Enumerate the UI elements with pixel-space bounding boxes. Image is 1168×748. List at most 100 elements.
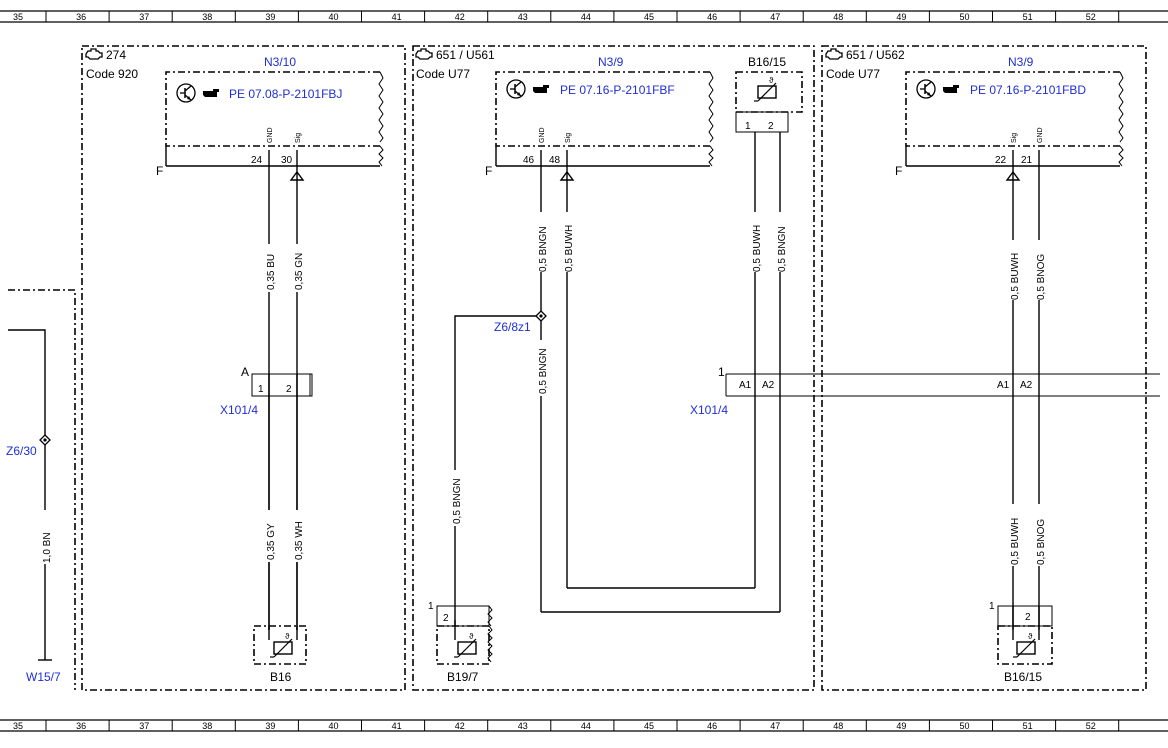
ruler-column-label: 35 [13, 721, 23, 731]
transistor-icon [506, 79, 526, 99]
pin-name-sig: Sig [1011, 133, 1018, 143]
pin-name-sig: Sig [295, 133, 302, 143]
reference-link[interactable]: PE 07.08-P-2101FBJ [229, 87, 342, 101]
ruler-column-label: 38 [202, 12, 212, 22]
connector-pin-a2: A2 [762, 380, 775, 391]
pin-number-30: 30 [281, 155, 293, 166]
wire-label-4: 0,5 BNGN [777, 226, 788, 272]
wire-label-bnog-bottom: 0,5 BNOG [1036, 519, 1047, 565]
ruler-column-label: 42 [455, 12, 465, 22]
wire-label-1: 0,5 BNGN [538, 226, 549, 272]
pin-name-gnd: GND [267, 127, 274, 143]
code-number: 274 [106, 48, 126, 62]
sensor-pin-1: 1 [989, 601, 995, 612]
reference-link[interactable]: PE 07.16-P-2101FBD [970, 83, 1086, 97]
ruler-column-label: 35 [13, 12, 23, 22]
splice-label: Z6/8z1 [494, 320, 531, 334]
pointing-hand-icon [203, 89, 219, 97]
module-name: N3/9 [598, 55, 624, 69]
wire-label-wh: 0,35 WH [294, 521, 305, 560]
left-fragment: Z6/30 1,0 BN W15/7 [6, 289, 76, 690]
ruler-column-label: 37 [139, 721, 149, 731]
connector-side: A [241, 365, 249, 379]
splice-wire-label: 0,5 BNGN [538, 348, 549, 394]
left-terminal-label: W15/7 [26, 670, 61, 684]
code-number: 651 / U561 [436, 48, 495, 62]
section-274: 274 Code 920 N3/10 PE 07.08-P-2101FBJ GN… [81, 45, 406, 691]
sensor-top-pin-2: 2 [768, 121, 774, 132]
f-label: F [485, 164, 492, 178]
pin-number-48: 48 [549, 155, 561, 166]
pin-name-gnd: GND [539, 127, 546, 143]
wire-label-gn: 0,35 GN [294, 253, 305, 290]
wire-label-gy: 0,35 GY [266, 523, 277, 560]
wire-label-3: 0,5 BUWH [752, 225, 763, 272]
transistor-icon [916, 79, 936, 99]
connector-label: X101/4 [690, 403, 728, 417]
ruler-column-label: 49 [896, 721, 906, 731]
lower-wire-label: 0,5 BNGN [452, 478, 463, 524]
sensor-label: B16/15 [1004, 670, 1042, 684]
ruler-column-label: 46 [707, 721, 717, 731]
sensor-bottom-pin-1: 1 [428, 601, 434, 612]
section-651-u561: 651 / U561 Code U77 N3/9 B16/15 PE 07.16… [412, 45, 1160, 691]
ruler-column-label: 40 [329, 12, 339, 22]
wire-label-bu: 0,35 BU [266, 254, 277, 290]
ruler-column-label: 47 [770, 721, 780, 731]
ruler-column-label: 46 [707, 12, 717, 22]
connector-pin-a1: A1 [997, 380, 1010, 391]
wire-label-2: 0,5 BUWH [564, 225, 575, 272]
ruler-column-label: 36 [76, 721, 86, 731]
splice-diamond-icon [535, 310, 547, 322]
pointing-hand-icon [943, 85, 959, 93]
ruler-column-label: 39 [265, 721, 275, 731]
ruler-column-label: 37 [139, 12, 149, 22]
thermistor-icon [753, 75, 777, 102]
ruler-column-label: 39 [265, 12, 275, 22]
engine-icon [825, 48, 843, 60]
ruler-column-label: 38 [202, 721, 212, 731]
pin-number-21: 21 [1021, 155, 1033, 166]
thermistor-icon [269, 631, 293, 658]
ruler-column-label: 42 [455, 721, 465, 731]
reference-link[interactable]: PE 07.16-P-2101FBF [560, 83, 675, 97]
ruler-column-label: 44 [581, 721, 591, 731]
f-label: F [156, 164, 163, 178]
ruler-column-label: 50 [960, 721, 970, 731]
section-651-u562: 651 / U562 Code U77 N3/9 PE 07.16-P-2101… [821, 45, 1147, 691]
connector-side: 1 [718, 365, 725, 379]
left-wire-label: 1,0 BN [42, 532, 53, 563]
ruler-column-label: 49 [896, 12, 906, 22]
pin-name-sig: Sig [565, 133, 572, 143]
ruler-column-label: 52 [1086, 721, 1096, 731]
pin-number-24: 24 [251, 155, 263, 166]
code-label: Code 920 [86, 67, 138, 81]
splice-diamond-icon [39, 434, 51, 446]
ruler-column-label: 43 [518, 12, 528, 22]
pin-name-gnd: GND [1037, 127, 1044, 143]
wire-label-buwh-bottom: 0,5 BUWH [1010, 518, 1021, 565]
pin-number-22: 22 [995, 155, 1007, 166]
ruler-column-label: 48 [833, 721, 843, 731]
ruler-column-label: 45 [644, 721, 654, 731]
connector-pin-a1: A1 [739, 380, 752, 391]
pin-number-46: 46 [523, 155, 535, 166]
ruler-column-label: 44 [581, 12, 591, 22]
sensor-pin-2: 2 [1025, 612, 1031, 623]
ruler-column-label: 50 [960, 12, 970, 22]
code-label: Code U77 [826, 67, 880, 81]
module-name: N3/10 [264, 55, 296, 69]
connector-pin-1: 1 [258, 384, 264, 395]
engine-icon [415, 48, 433, 60]
ruler-column-label: 48 [833, 12, 843, 22]
code-label: Code U77 [416, 67, 470, 81]
pointing-hand-icon [533, 85, 549, 93]
ruler-column-label: 41 [392, 12, 402, 22]
ruler-column-label: 41 [392, 721, 402, 731]
ruler-column-label: 47 [770, 12, 780, 22]
ruler-column-label: 51 [1023, 12, 1033, 22]
wire-label-bnog-top: 0,5 BNOG [1036, 254, 1047, 300]
f-label: F [895, 164, 902, 178]
